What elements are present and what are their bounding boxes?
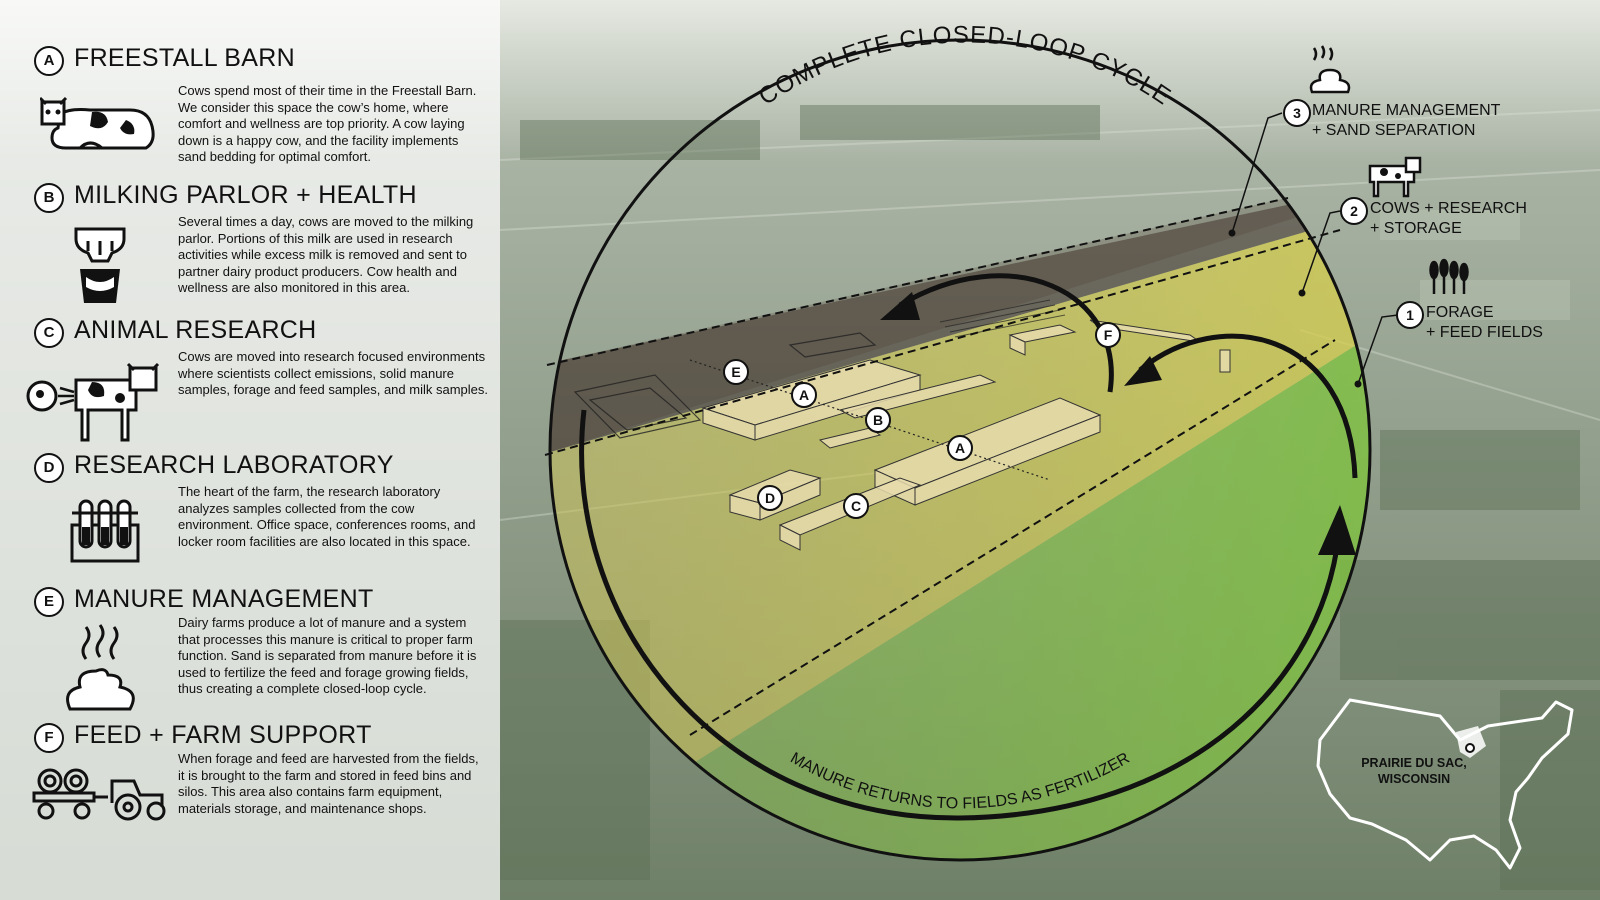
marker-f: F: [1095, 322, 1121, 348]
zone-1-number: 1: [1396, 301, 1424, 329]
marker-b: B: [865, 407, 891, 433]
section-title: MILKING PARLOR + HEALTH: [74, 181, 417, 209]
zone-manure: [550, 185, 1370, 455]
section-title: ANIMAL RESEARCH: [74, 316, 317, 344]
section-title: MANURE MANAGEMENT: [74, 585, 374, 613]
section-body: Cows are moved into research focused env…: [178, 349, 488, 398]
section-title: RESEARCH LABORATORY: [74, 451, 394, 479]
cycle-arrow-upper: [898, 273, 1114, 393]
manure-icon: [66, 624, 135, 711]
section-body: When forage and feed are harvested from …: [178, 751, 479, 816]
marker-c: C: [843, 493, 869, 519]
zone-1-label-line2: + FEED FIELDS: [1426, 324, 1543, 341]
zone-2-leader: [1301, 210, 1341, 294]
milk-bucket-icon: [74, 227, 126, 303]
marker-d: D: [757, 485, 783, 511]
us-map: [1316, 698, 1574, 870]
zone-2-label-line2: + STORAGE: [1370, 220, 1462, 237]
zone-2-cow-icon: [1368, 156, 1422, 198]
cow-emissions-icon: [26, 362, 160, 442]
marker-a: A: [947, 435, 973, 461]
section-letter: F: [34, 723, 64, 753]
cycle-top-label: COMPLETE CLOSED-LOOP CYCLE: [754, 21, 1176, 110]
zone-3-label-line2: + SAND SEPARATION: [1312, 122, 1476, 139]
test-tubes-icon: [70, 499, 140, 563]
marker-e: E: [723, 359, 749, 385]
section-letter: E: [34, 587, 64, 617]
legend-panel: [0, 0, 500, 900]
zone-3-manure-icon: [1309, 45, 1351, 94]
section-letter: B: [34, 183, 64, 213]
zone-3-label-line1: MANURE MANAGEMENT: [1312, 102, 1501, 119]
tractor-hay-icon: [32, 768, 166, 821]
zone-1-label-line1: FORAGE: [1426, 304, 1494, 321]
section-axis: [689, 359, 1051, 481]
section-title: FEED + FARM SUPPORT: [74, 721, 372, 749]
manure-lagoons: [573, 332, 877, 439]
zone-1-wheat-icon: [1429, 258, 1469, 294]
zone-2-number: 2: [1340, 197, 1368, 225]
section-title: FREESTALL BARN: [74, 44, 295, 72]
cow-lying-icon: [40, 96, 155, 150]
section-body: Dairy farms produce a lot of manure and …: [178, 615, 477, 697]
zone-2-label-line1: COWS + RESEARCH: [1370, 200, 1527, 217]
return-arrow: [579, 409, 1343, 821]
section-body: Several times a day, cows are moved to t…: [178, 214, 474, 296]
zone-3-leader: [1231, 112, 1283, 234]
zone-3-number: 3: [1283, 99, 1311, 127]
section-letter: D: [34, 453, 64, 483]
cycle-circle: [548, 38, 1372, 862]
zone-1-leader: [1357, 314, 1399, 385]
location-line1: PRAIRIE DU SAC,: [1361, 756, 1467, 770]
location-name: PRAIRIE DU SAC, WISCONSIN: [1324, 755, 1504, 787]
section-letter: A: [34, 46, 64, 76]
section-body: The heart of the farm, the research labo…: [178, 484, 476, 549]
marker-a: A: [791, 382, 817, 408]
location-line2: WISCONSIN: [1377, 772, 1451, 786]
location-marker: [1465, 743, 1475, 753]
section-body: Cows spend most of their time in the Fre…: [178, 83, 477, 165]
boundary-manure-top: [546, 197, 1289, 366]
section-letter: C: [34, 318, 64, 348]
boundary-cows-fields: [689, 339, 1336, 736]
boundary-manure-cows: [544, 229, 1341, 456]
cycle-arrow-inner: [1138, 333, 1358, 479]
